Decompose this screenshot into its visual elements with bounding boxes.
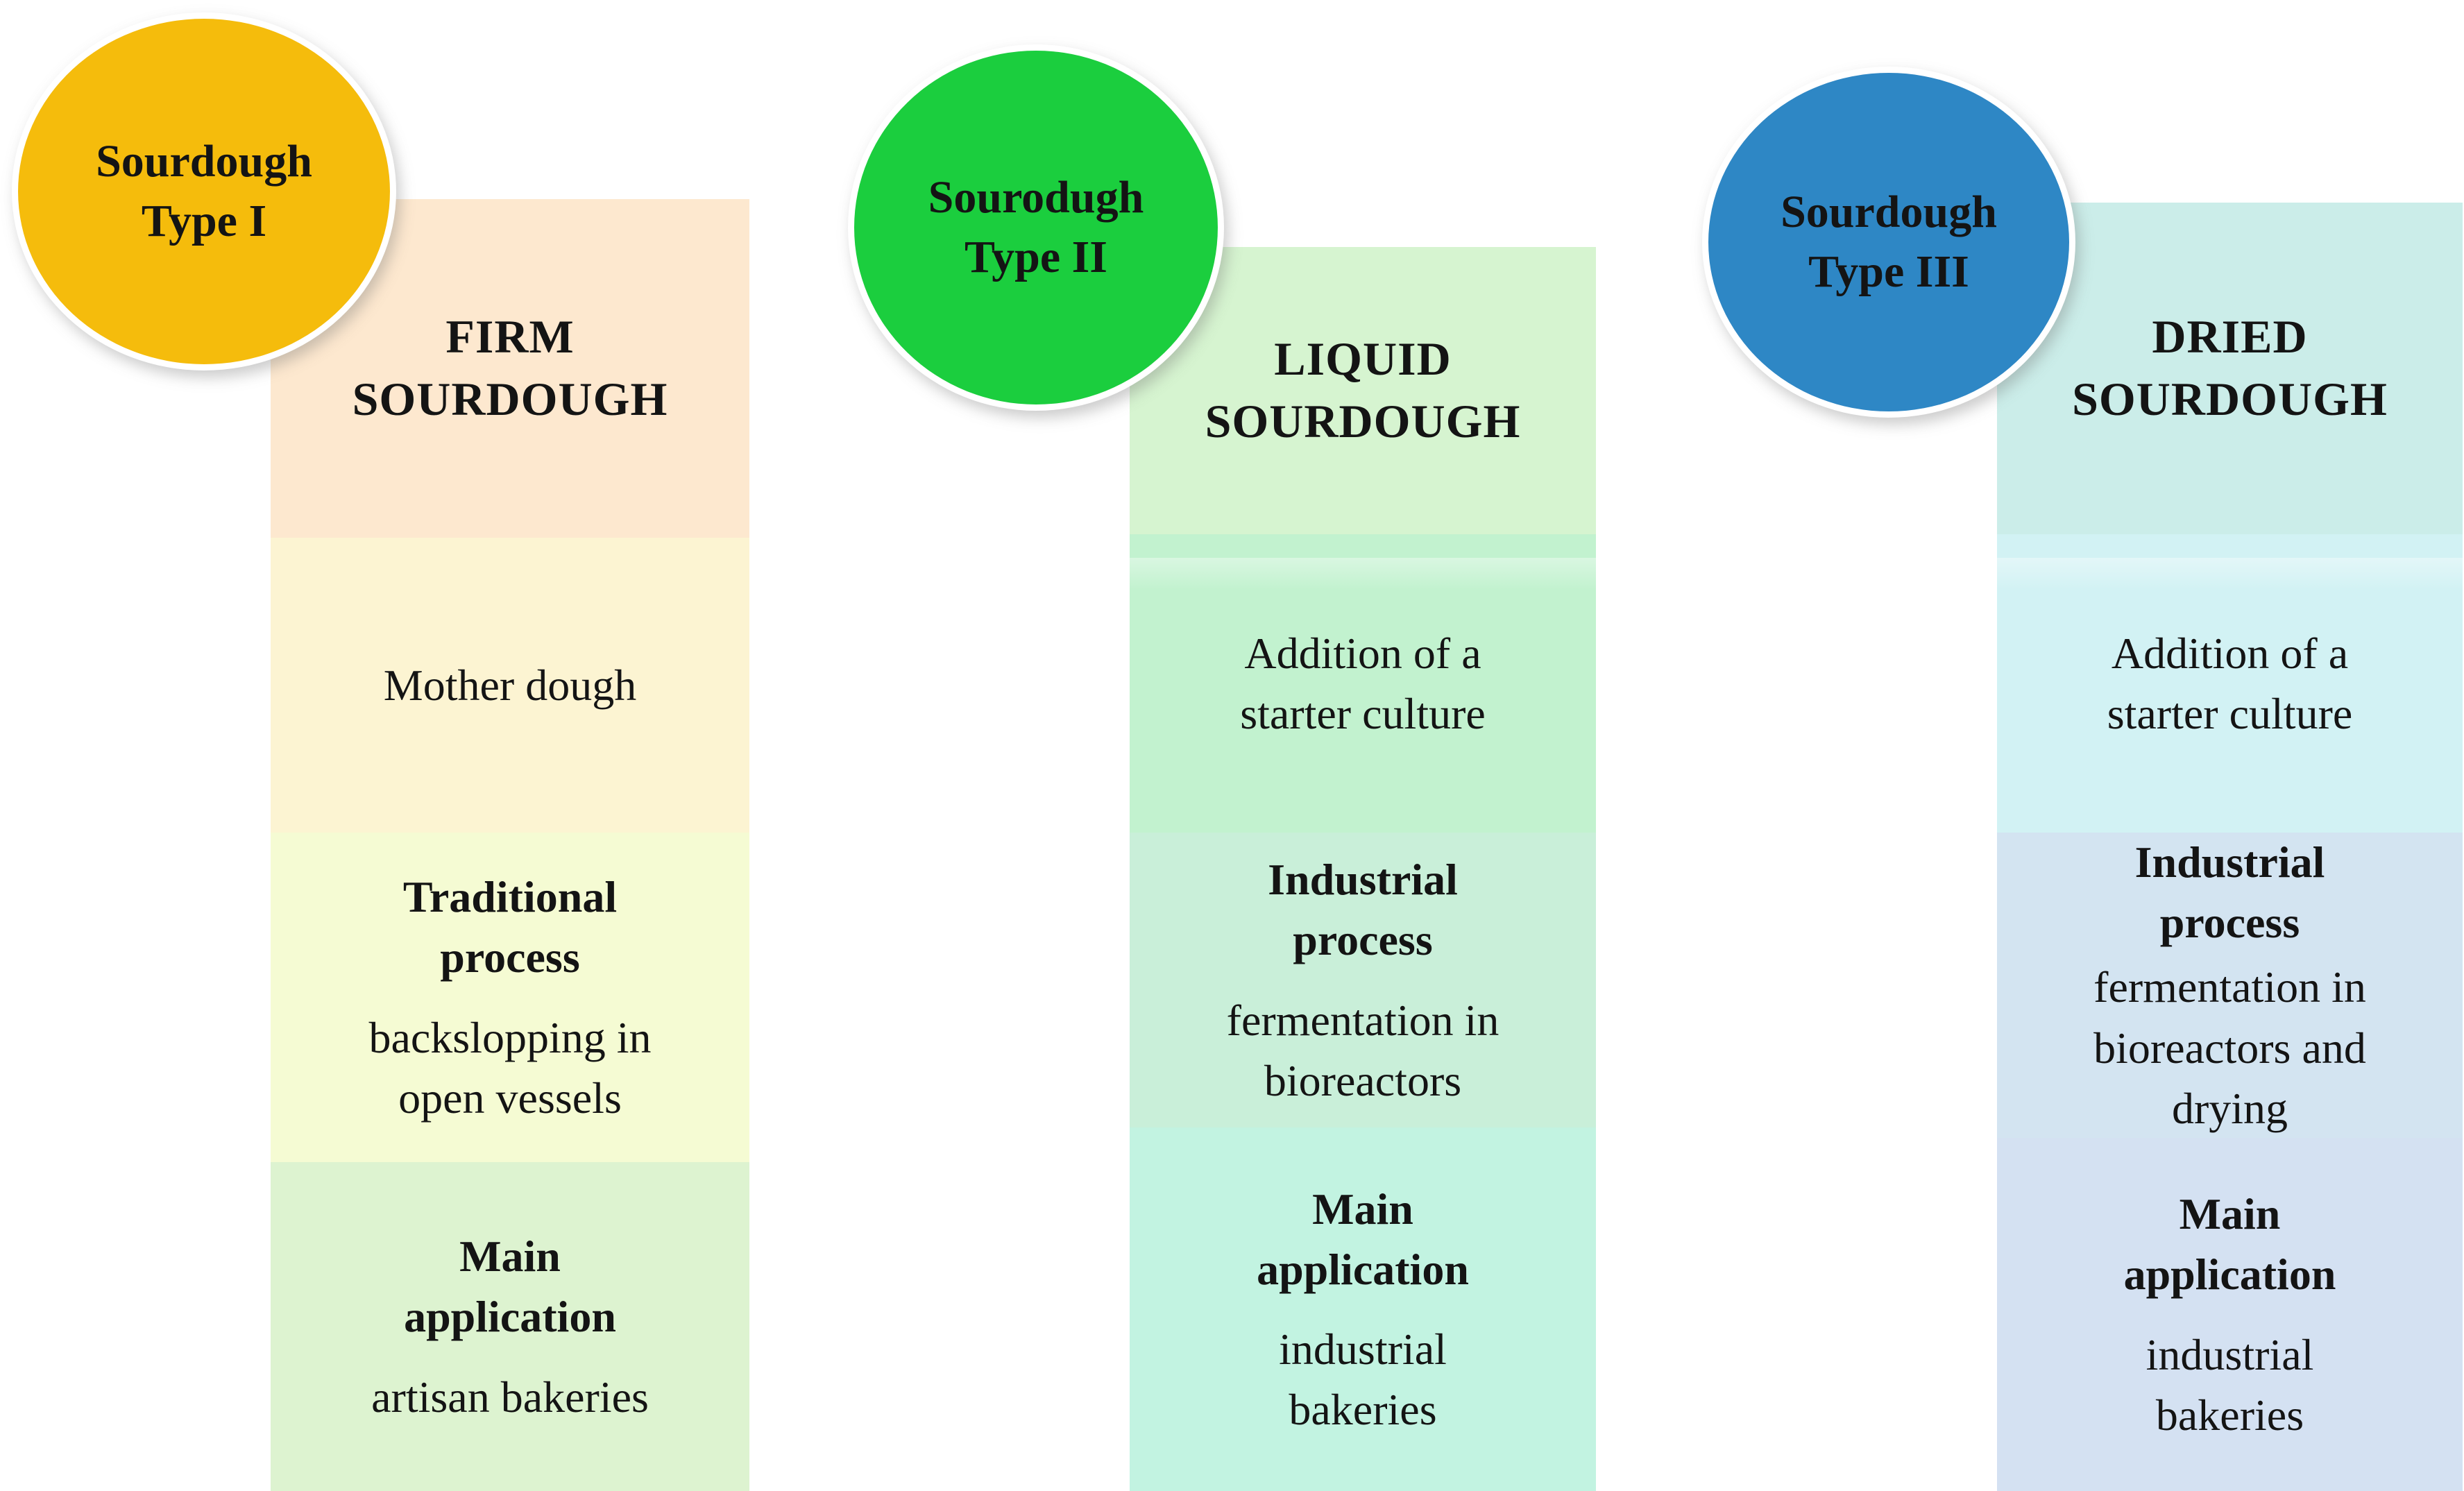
row-body-line: bioreactors and <box>2093 1023 2366 1073</box>
circle-label-line: Type I <box>141 196 267 246</box>
row-title-line: application <box>1257 1244 1469 1294</box>
starter-culture-row: Addition of a starter culture <box>1997 534 2463 833</box>
row-title-line: Traditional <box>402 872 618 922</box>
sourdough-type-2-circle: Sourodugh Type II <box>848 44 1224 411</box>
mother-dough-row: Mother dough <box>271 538 749 833</box>
row-body-line: fermentation in <box>2093 962 2366 1012</box>
column-sourdough-type-2: LIQUID SOURDOUGH Addition of a starter c… <box>1130 247 1596 1491</box>
row-body-line: industrial <box>2146 1329 2314 1379</box>
row-body-line: fermentation in <box>1226 995 1499 1045</box>
main-application-row: Main application artisan bakeries <box>271 1162 749 1491</box>
row-body-line: bioreactors <box>1264 1055 1462 1105</box>
row-title-line: Main <box>459 1232 561 1281</box>
row-title-line: process <box>440 932 580 982</box>
liquid-sourdough-header: LIQUID SOURDOUGH <box>1130 247 1596 534</box>
row-body-block: fermentation in bioreactors and drying <box>2093 957 2366 1138</box>
row-body-line: starter culture <box>2107 689 2353 738</box>
row-title-line: application <box>2123 1250 2336 1300</box>
main-application-row: Main application industrial bakeries <box>1130 1127 1596 1491</box>
row-body-line: open vessels <box>398 1073 622 1123</box>
row-title-line: Industrial <box>1268 855 1458 905</box>
circle-label-line: Type III <box>1808 246 1969 297</box>
column-sourdough-type-3: DRIED SOURDOUGH Addition of a starter cu… <box>1997 203 2463 1491</box>
row-body-line: starter culture <box>1240 689 1486 738</box>
row-title-line: Main <box>2179 1189 2281 1239</box>
header-line: FIRM <box>445 310 575 364</box>
header-line: LIQUID <box>1274 332 1452 386</box>
row-body-block: industrial bakeries <box>2146 1324 2314 1445</box>
circle-label-line: Sourdough <box>96 136 312 187</box>
sourdough-type-3-circle: Sourdough Type III <box>1702 67 2075 418</box>
row-body-line: bakeries <box>1289 1385 1437 1435</box>
row-title-line: process <box>2159 898 2300 948</box>
row-body-line: Addition of a <box>2111 628 2349 678</box>
row-body-line: backslopping in <box>368 1012 652 1062</box>
row-title-line: process <box>1293 915 1433 965</box>
row-body-block: artisan bakeries <box>371 1367 649 1427</box>
header-line: SOURDOUGH <box>2072 373 2388 425</box>
row-title-line: application <box>404 1292 616 1342</box>
row-body-line: Mother dough <box>383 660 637 710</box>
row-body-block: fermentation in bioreactors <box>1227 990 1499 1111</box>
traditional-process-row: Traditional process backslopping in open… <box>271 833 749 1162</box>
circle-label-line: Sourdough <box>1781 187 1997 238</box>
header-line: SOURDOUGH <box>1205 395 1521 448</box>
header-line: DRIED <box>2152 310 2308 364</box>
column-sourdough-type-1: FIRM SOURDOUGH Mother dough Traditional … <box>271 199 749 1491</box>
circle-label-line: Sourodugh <box>928 172 1144 223</box>
row-body-line: artisan bakeries <box>371 1372 649 1422</box>
starter-culture-row: Addition of a starter culture <box>1130 534 1596 833</box>
row-body-line: drying <box>2171 1083 2288 1133</box>
row-body-line: bakeries <box>2155 1390 2304 1440</box>
row-title-line: Industrial <box>2134 837 2325 887</box>
row-body-block: backslopping in open vessels <box>368 1007 651 1128</box>
sourdough-type-1-circle: Sourdough Type I <box>12 12 396 370</box>
header-line: SOURDOUGH <box>352 373 668 425</box>
industrial-process-row: Industrial process fermentation in biore… <box>1130 833 1596 1127</box>
circle-label-line: Type II <box>965 232 1107 282</box>
main-application-row: Main application industrial bakeries <box>1997 1138 2463 1491</box>
row-body-line: industrial <box>1279 1324 1447 1374</box>
row-body-block: industrial bakeries <box>1279 1319 1447 1440</box>
row-title-line: Main <box>1312 1184 1413 1234</box>
row-body-line: Addition of a <box>1244 628 1481 678</box>
industrial-process-row: Industrial process fermentation in biore… <box>1997 833 2463 1138</box>
